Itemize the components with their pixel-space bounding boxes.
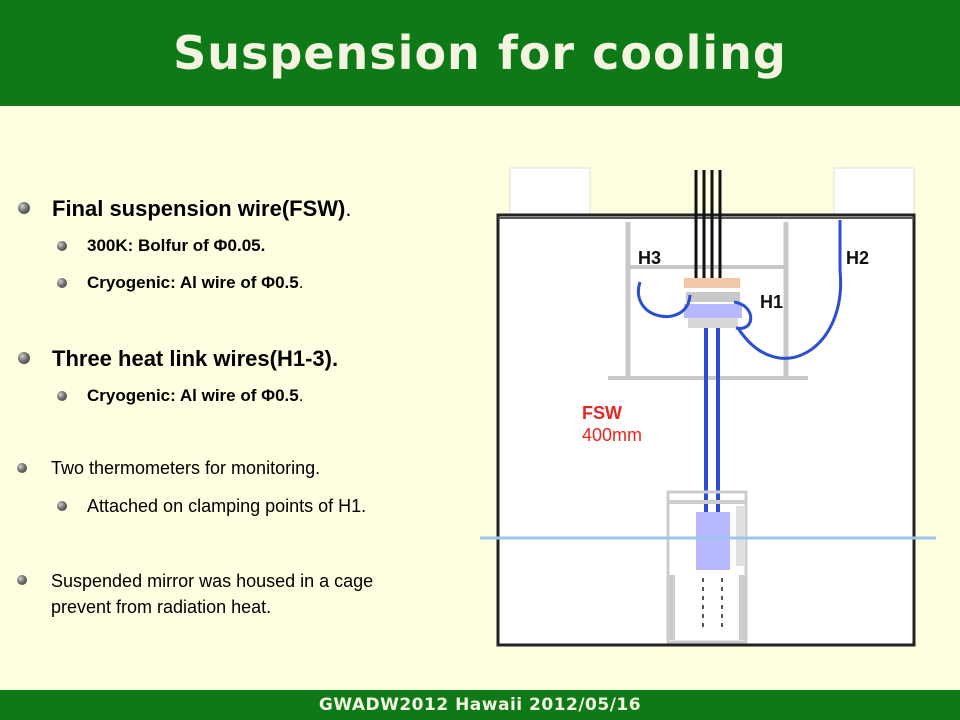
heat-link-h1-wire [733, 300, 753, 330]
bullet-list: Final suspension wire(FSW). 300K: Bolfur… [0, 0, 480, 680]
bullet-dot-icon [57, 241, 67, 251]
label-h2: H2 [846, 248, 870, 268]
bullet-fsw-suffix: . [345, 196, 352, 221]
label-h3: H3 [638, 248, 662, 268]
bullet-heat-link-text: Three heat link wires(H1-3). [52, 346, 339, 371]
bullet-thermometers-text: Two thermometers for monitoring. [51, 458, 321, 478]
bullet-thermometers-clamp-text: Attached on clamping points of H1. [87, 496, 367, 516]
bullet-dot-icon [17, 463, 27, 473]
bullet-fsw-cryogenic-suffix: . [298, 273, 304, 292]
bullet-fsw-text: Final suspension wire(FSW) [52, 196, 346, 221]
bullet-cage-line2: prevent from radiation heat. [51, 597, 272, 617]
bullet-cage-line1: Suspended mirror was housed in a cage [51, 571, 374, 591]
bullet-dot-icon [57, 501, 67, 511]
bullet-fsw-cryogenic: Cryogenic: Al wire of Φ0.5. [57, 273, 304, 293]
bullet-dot-icon [57, 391, 67, 401]
heat-link-h3-wire [636, 281, 692, 319]
footer-bar: GWADW2012 Hawaii 2012/05/16 [0, 690, 960, 720]
slide-title: Suspension for cooling [173, 26, 787, 80]
intermediate-mass-bottom [688, 318, 738, 328]
title-bar: Suspension for cooling [0, 0, 960, 106]
left-top-support [509, 167, 591, 215]
mirror-side-bracket [736, 506, 744, 566]
bullet-fsw-room-temp-text: 300K: Bolfur of Φ0.05. [87, 236, 266, 255]
bullet-dot-icon [18, 202, 30, 214]
footer-text: GWADW2012 Hawaii 2012/05/16 [318, 695, 642, 715]
bullet-heat-link-cryogenic-suffix: . [298, 386, 304, 405]
mirror-mass [696, 512, 730, 570]
right-top-support [833, 167, 915, 215]
bullet-fsw-cryogenic-text: Cryogenic: Al wire of Φ0.5 [87, 273, 299, 292]
bullet-dot-icon [18, 352, 30, 364]
label-h1: H1 [760, 292, 784, 312]
bullet-fsw-room-temp: 300K: Bolfur of Φ0.05. [57, 236, 266, 256]
bullet-heat-link-cryogenic-text: Cryogenic: Al wire of Φ0.5 [87, 386, 299, 405]
heat-link-h2-wire [736, 220, 843, 360]
mirror-tower-frame [666, 490, 748, 644]
intermediate-mass [684, 304, 742, 318]
bullet-thermometers: Two thermometers for monitoring. [17, 458, 321, 479]
label-fsw: FSW [582, 403, 622, 423]
intermediate-mass-top [686, 292, 740, 302]
bullet-heat-link: Three heat link wires(H1-3). [18, 346, 339, 372]
suspension-diagram-svg [480, 167, 936, 647]
bullet-thermometers-clamp: Attached on clamping points of H1. [57, 496, 367, 517]
suspension-diagram: H3 H2 H1 FSW 400mm [478, 160, 960, 650]
bullet-fsw: Final suspension wire(FSW). [18, 196, 352, 222]
bullet-dot-icon [17, 575, 27, 585]
bullet-heat-link-cryogenic: Cryogenic: Al wire of Φ0.5. [57, 386, 304, 406]
bullet-cage: Suspended mirror was housed in a cage pr… [17, 568, 374, 620]
upper-clamp [684, 278, 740, 288]
label-fsw-length: 400mm [582, 425, 643, 445]
bullet-dot-icon [57, 278, 67, 288]
